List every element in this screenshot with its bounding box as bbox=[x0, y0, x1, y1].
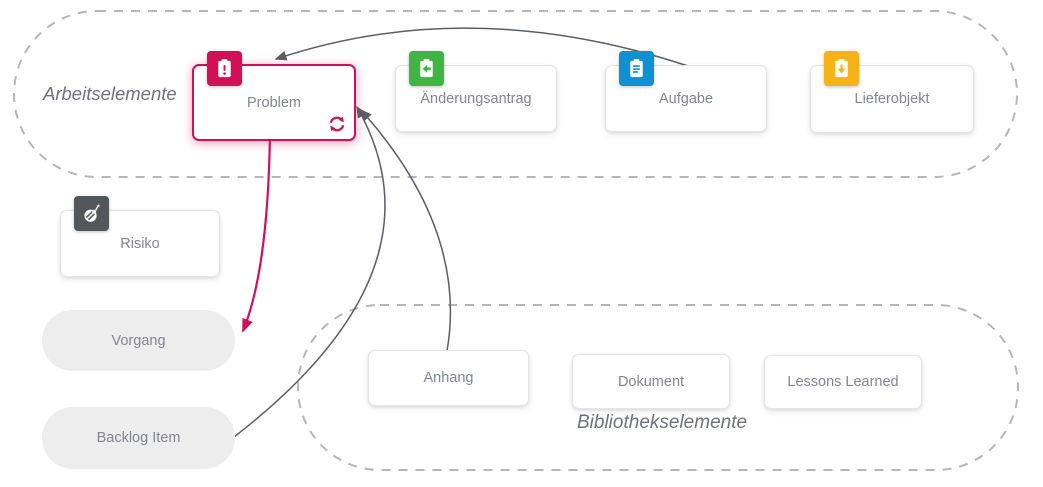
card-risiko[interactable]: Risiko bbox=[60, 196, 220, 277]
lieferobjekt-badge bbox=[824, 51, 859, 86]
arrow-problem-to-vorgang[interactable] bbox=[241, 132, 272, 333]
clipboard-arrow-down-icon bbox=[835, 59, 848, 78]
sync-icon bbox=[327, 114, 347, 134]
card-lieferobjekt[interactable]: Lieferobjekt bbox=[810, 51, 974, 133]
risiko-badge bbox=[74, 196, 109, 231]
arrow-anhang-to-problem[interactable] bbox=[360, 108, 452, 352]
pill-backlog-item[interactable]: Backlog Item bbox=[42, 407, 235, 469]
card-aufgabe-label: Aufgabe bbox=[658, 90, 714, 107]
library-items-region-outline bbox=[297, 304, 1019, 471]
work-region-label: Arbeitselemente bbox=[43, 83, 177, 104]
aufgabe-badge bbox=[619, 51, 654, 86]
pill-backlog-item-label: Backlog Item bbox=[96, 430, 181, 446]
clipboard-arrow-left-icon bbox=[420, 59, 433, 78]
card-lieferobjekt-label: Lieferobjekt bbox=[854, 91, 930, 107]
card-risiko-label: Risiko bbox=[120, 235, 160, 252]
aenderungsantrag-badge bbox=[409, 51, 444, 86]
pill-vorgang-label: Vorgang bbox=[111, 332, 166, 349]
card-anhang-label: Anhang bbox=[423, 370, 474, 386]
problem-badge bbox=[207, 51, 242, 86]
card-dokument-label: Dokument bbox=[617, 373, 685, 390]
card-problem[interactable]: Problem bbox=[192, 51, 356, 141]
work-items-region-outline bbox=[13, 10, 1018, 178]
card-dokument[interactable]: Dokument bbox=[572, 354, 730, 409]
card-aenderungsantrag-label: Änderungsantrag bbox=[420, 90, 532, 107]
card-aenderungsantrag[interactable]: Änderungsantrag bbox=[395, 51, 557, 132]
card-lessons-learned-label: Lessons Learned bbox=[787, 374, 899, 390]
card-anhang[interactable]: Anhang bbox=[368, 350, 529, 406]
card-aufgabe[interactable]: Aufgabe bbox=[605, 51, 767, 132]
card-problem-label: Problem bbox=[247, 94, 301, 111]
clipboard-exclamation-icon bbox=[218, 59, 231, 78]
clipboard-checklist-icon bbox=[630, 59, 643, 78]
card-lessons-learned[interactable]: Lessons Learned bbox=[764, 355, 922, 409]
arrow-backlog-item-to-problem[interactable] bbox=[233, 105, 386, 438]
arrow-aufgabe-to-problem[interactable] bbox=[274, 27, 689, 67]
library-region-label: Bibliothekselemente bbox=[577, 412, 748, 433]
pill-vorgang[interactable]: Vorgang bbox=[42, 310, 235, 371]
bomb-icon bbox=[84, 204, 100, 222]
